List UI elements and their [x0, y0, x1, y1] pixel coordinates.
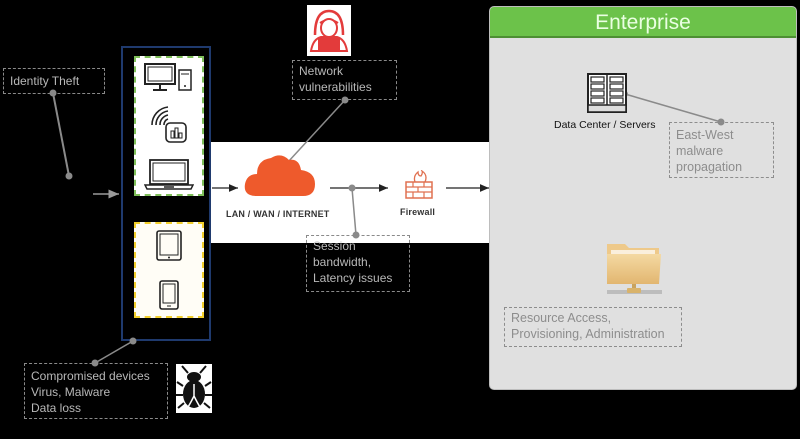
bug-icon: [176, 364, 212, 413]
mobile-devices-group: [134, 222, 204, 318]
callout-text: vulnerabilities: [299, 80, 372, 94]
callout-text: Latency issues: [313, 271, 393, 285]
callout-text: Provisioning, Administration: [511, 327, 665, 341]
network-vulnerability-connector: [287, 99, 346, 163]
connector-dot: [65, 172, 73, 180]
callout-text: bandwidth,: [313, 255, 372, 269]
callout-text: propagation: [676, 160, 743, 174]
enterprise-title: Enterprise: [490, 7, 796, 38]
callout-text: malware: [676, 144, 724, 158]
endpoint-devices-frame: [121, 46, 211, 341]
east-west-connector: [624, 93, 722, 123]
identity-theft-callout: Identity Theft: [3, 68, 105, 94]
callout-text: Session: [313, 239, 356, 253]
callout-text: Resource Access,: [511, 311, 612, 325]
connector-dot: [348, 184, 356, 192]
resource-access-callout: Resource Access, Provisioning, Administr…: [504, 307, 682, 347]
laptop-icon: [144, 158, 194, 190]
callout-text: Identity Theft: [10, 74, 80, 88]
identity-theft-connector: [52, 92, 70, 177]
desktop-computer-icon: [143, 62, 195, 92]
phone-icon: [159, 280, 179, 310]
enterprise-panel: Enterprise: [489, 6, 797, 390]
compromised-devices-callout: Compromised devices Virus, Malware Data …: [24, 363, 168, 419]
callout-text: Data loss: [31, 401, 82, 415]
network-folder-icon: [605, 236, 665, 300]
connector-dot: [129, 337, 137, 345]
session-connector: [351, 187, 357, 236]
east-west-propagation-callout: East-West malware propagation: [669, 122, 774, 178]
session-issues-callout: Session bandwidth, Latency issues: [306, 235, 410, 292]
data-center-label: Data Center / Servers: [554, 119, 656, 131]
wireless-sensor-icon: [146, 103, 192, 145]
firewall-label: Firewall: [400, 207, 436, 217]
tablet-icon: [155, 230, 183, 262]
callout-text: Virus, Malware: [31, 385, 111, 399]
callout-text: Network: [299, 64, 344, 78]
hacker-icon: [307, 5, 351, 56]
compromised-connector: [94, 340, 134, 364]
connector-dot: [341, 96, 349, 104]
firewall-icon: [403, 170, 435, 200]
cloud-icon: [243, 152, 319, 198]
callout-text: East-West: [676, 128, 734, 142]
cloud-label: LAN / WAN / INTERNET: [226, 209, 330, 219]
network-vulnerabilities-callout: Network vulnerabilities: [292, 60, 397, 100]
server-rack-icon: [587, 73, 627, 113]
callout-text: Compromised devices: [31, 369, 150, 383]
